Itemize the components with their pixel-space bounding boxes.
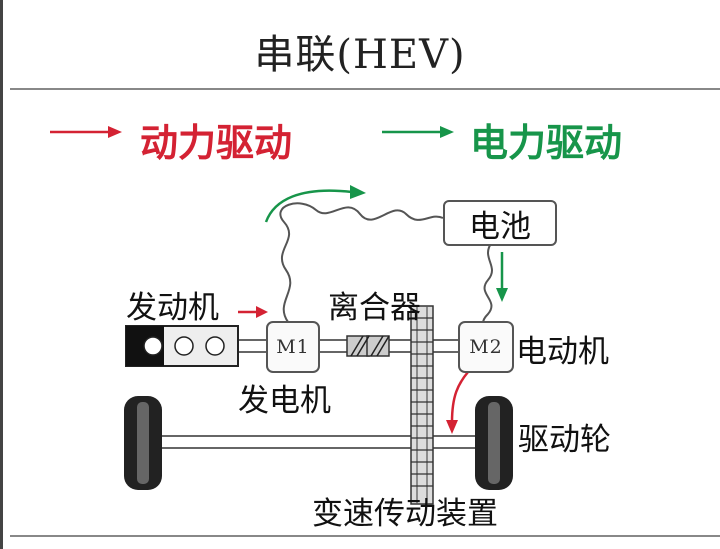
battery-box: 电池	[443, 200, 557, 246]
right-wheel-icon	[475, 396, 513, 490]
diagram-title: 串联(HEV)	[254, 32, 466, 78]
clutch-label: 离合器	[328, 290, 421, 326]
engine-to-generator-arrow	[238, 306, 268, 318]
engine-icon	[125, 325, 239, 367]
engine-label: 发动机	[126, 290, 219, 326]
legend-power-drive: 动力驱动	[140, 121, 293, 165]
motor-to-wheel-arrow	[446, 371, 469, 434]
generator-to-battery-arrow	[264, 185, 366, 223]
generator-battery-wire	[279, 202, 444, 323]
clutch-icon	[346, 335, 390, 357]
battery-motor-wire	[482, 241, 493, 327]
transmission-label: 变速传动装置	[312, 496, 498, 532]
power-drive-arrow	[50, 126, 122, 138]
transmission-gear-stack	[410, 305, 434, 505]
motor-label: 电动机	[516, 334, 609, 370]
bottom-divider	[10, 535, 720, 537]
motor-m2-box: M2	[458, 321, 514, 373]
legend-electric-drive: 电力驱动	[470, 121, 623, 165]
electric-drive-arrow	[382, 126, 454, 138]
title-divider	[10, 88, 720, 90]
battery-to-motor-arrow	[496, 252, 508, 302]
generator-m1-box: M1	[266, 321, 320, 373]
drive-wheel-label: 驱动轮	[518, 422, 611, 458]
left-border	[0, 0, 3, 549]
left-wheel-icon	[124, 396, 162, 490]
generator-label: 发电机	[238, 383, 331, 419]
